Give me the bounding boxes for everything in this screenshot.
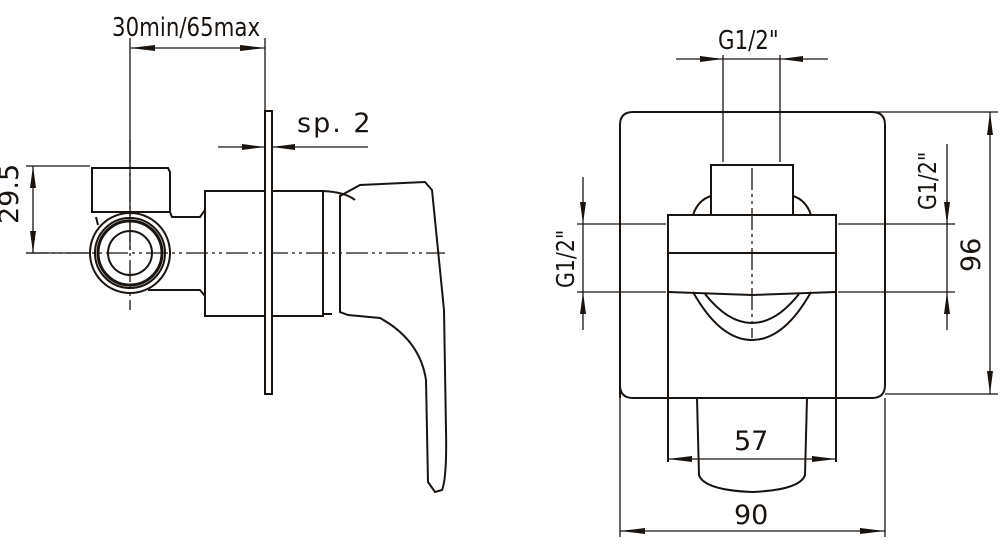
dim-left-connection-label: G1/2" <box>551 229 580 288</box>
front-view <box>577 55 998 537</box>
dim-body-width-label: 57 <box>734 426 769 457</box>
dim-wall-depth-label: 30min/65max <box>112 13 261 43</box>
dim-outlet-height-label: 29.5 <box>0 163 25 224</box>
dim-top-connection-label: G1/2" <box>718 26 779 56</box>
dim-plate-thickness-label: sp. 2 <box>297 108 373 139</box>
dim-plate-height-label: 96 <box>956 237 987 272</box>
side-view <box>26 38 448 494</box>
dim-plate-width-label: 90 <box>734 500 769 531</box>
dim-right-connection-label: G1/2" <box>913 151 942 210</box>
